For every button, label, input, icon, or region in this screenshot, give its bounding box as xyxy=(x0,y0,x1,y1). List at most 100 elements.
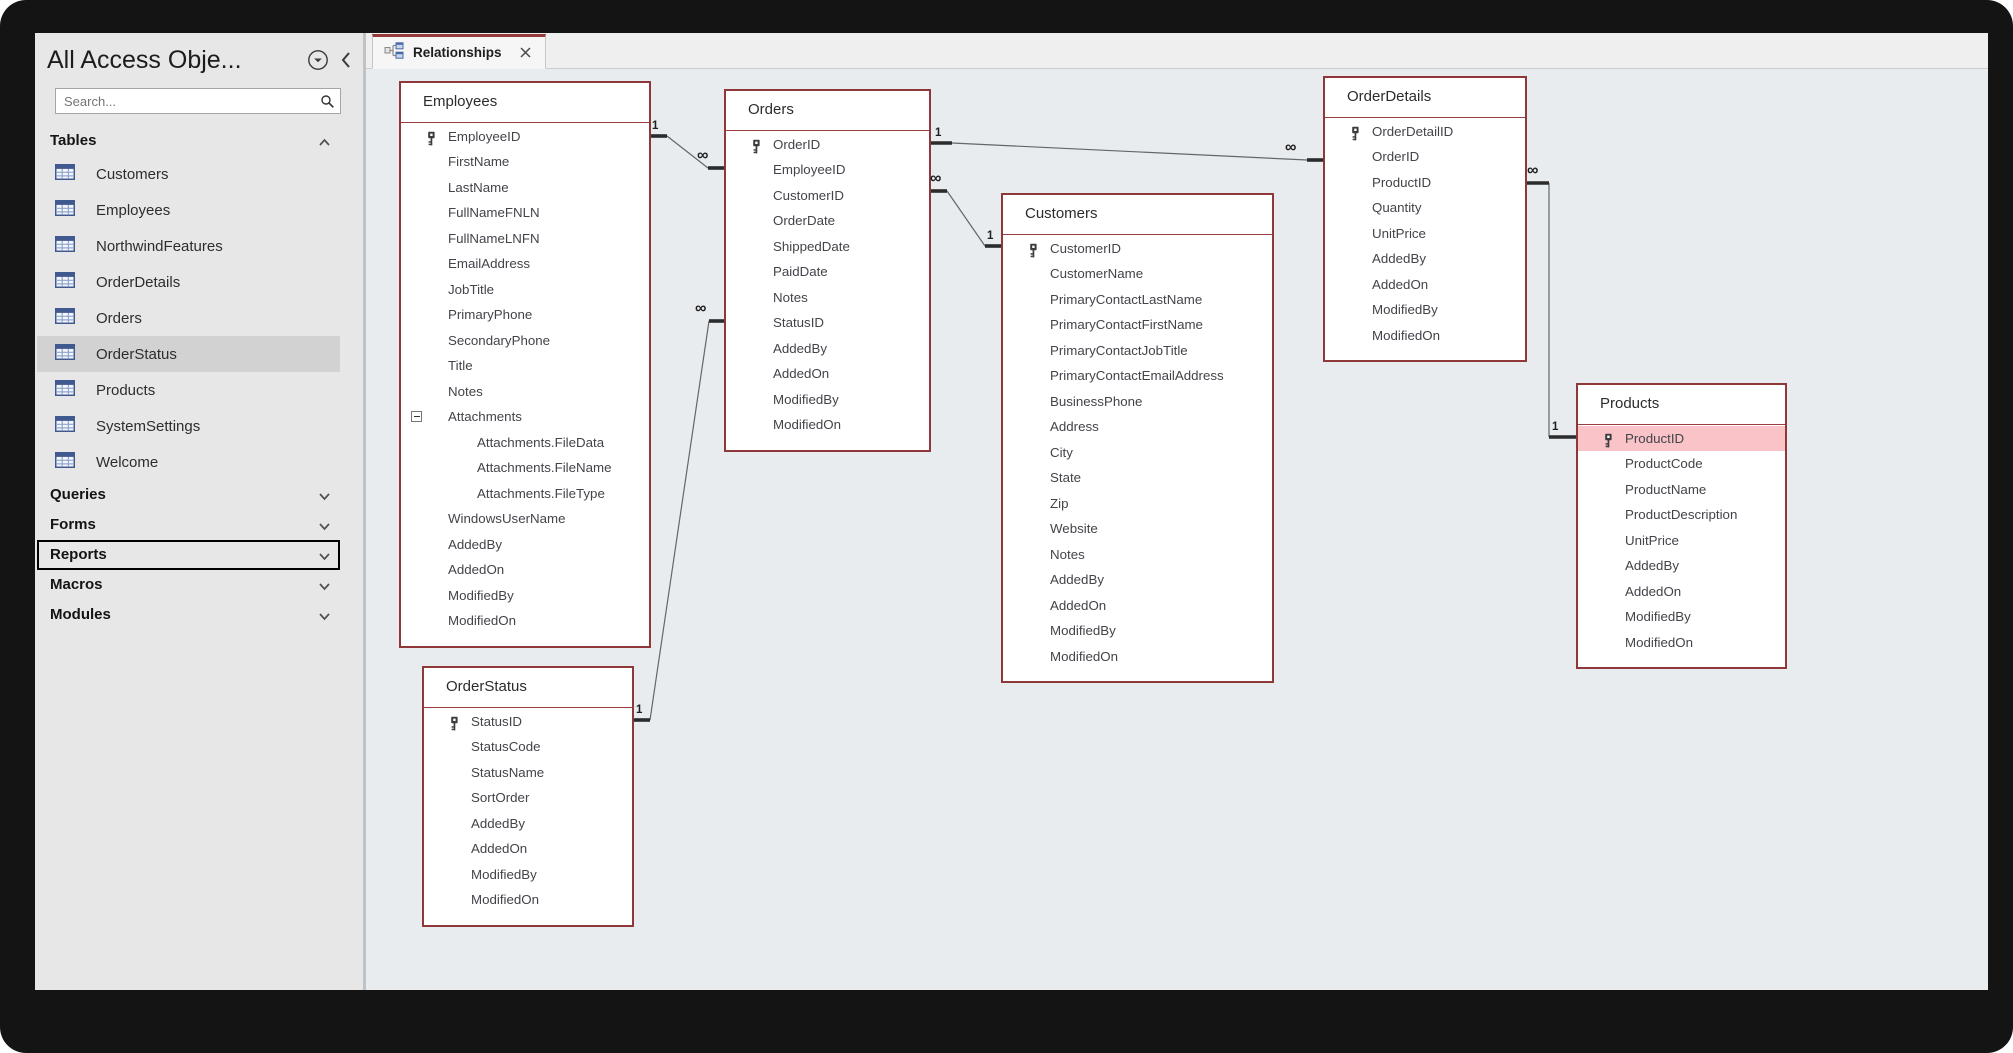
field-row[interactable]: ModifiedOn xyxy=(424,887,632,913)
field-row[interactable]: Notes xyxy=(1003,542,1272,568)
field-row[interactable]: CustomerName xyxy=(1003,261,1272,287)
field-row[interactable]: Zip xyxy=(1003,491,1272,517)
field-row[interactable]: AddedBy xyxy=(1003,567,1272,593)
field-row[interactable]: PrimaryContactEmailAddress xyxy=(1003,363,1272,389)
field-row[interactable]: ProductDescription xyxy=(1578,502,1785,528)
collapse-minus-icon[interactable] xyxy=(411,411,422,422)
field-row[interactable]: AddedBy xyxy=(424,811,632,837)
table-title[interactable]: OrderDetails xyxy=(1325,78,1525,118)
field-row[interactable]: AddedBy xyxy=(1578,553,1785,579)
table-title[interactable]: Customers xyxy=(1003,195,1272,235)
field-row[interactable]: PrimaryPhone xyxy=(401,302,649,328)
field-row[interactable]: PrimaryContactFirstName xyxy=(1003,312,1272,338)
field-row[interactable]: EmployeeID xyxy=(726,157,929,183)
table-title[interactable]: OrderStatus xyxy=(424,668,632,708)
sidebar-section-queries[interactable]: Queries xyxy=(37,480,340,510)
field-row[interactable]: CustomerID xyxy=(1003,236,1272,262)
field-row[interactable]: ModifiedOn xyxy=(1325,323,1525,349)
sidebar-section-macros[interactable]: Macros xyxy=(37,570,340,600)
field-row[interactable]: ProductID xyxy=(1578,425,1785,451)
field-row[interactable]: FullNameLNFN xyxy=(401,226,649,252)
field-row[interactable]: SecondaryPhone xyxy=(401,328,649,354)
field-row[interactable]: ModifiedBy xyxy=(726,387,929,413)
sidebar-item-welcome[interactable]: Welcome xyxy=(37,444,340,480)
field-row[interactable]: AddedOn xyxy=(424,836,632,862)
field-row[interactable]: Address xyxy=(1003,414,1272,440)
field-row[interactable]: ModifiedBy xyxy=(401,583,649,609)
search-icon[interactable] xyxy=(320,94,335,114)
field-row[interactable]: ModifiedBy xyxy=(1003,618,1272,644)
field-row[interactable]: Quantity xyxy=(1325,195,1525,221)
field-row[interactable]: AddedBy xyxy=(401,532,649,558)
field-row[interactable]: UnitPrice xyxy=(1578,528,1785,554)
sidebar-item-employees[interactable]: Employees xyxy=(37,192,340,228)
field-row[interactable]: AddedOn xyxy=(726,361,929,387)
field-row[interactable]: AddedBy xyxy=(1325,246,1525,272)
field-row[interactable]: Attachments xyxy=(401,404,649,430)
field-row[interactable]: StatusName xyxy=(424,760,632,786)
field-row[interactable]: OrderDetailID xyxy=(1325,119,1525,145)
field-row[interactable]: City xyxy=(1003,440,1272,466)
field-row[interactable]: FirstName xyxy=(401,149,649,175)
table-title[interactable]: Employees xyxy=(401,83,649,123)
field-row[interactable]: ModifiedOn xyxy=(726,412,929,438)
field-row[interactable]: Attachments.FileType xyxy=(401,481,649,507)
sidebar-item-orders[interactable]: Orders xyxy=(37,300,340,336)
field-row[interactable]: ModifiedBy xyxy=(424,862,632,888)
sidebar-item-orderdetails[interactable]: OrderDetails xyxy=(37,264,340,300)
field-row[interactable]: AddedOn xyxy=(1578,579,1785,605)
field-row[interactable]: ModifiedOn xyxy=(1578,630,1785,656)
sidebar-item-orderstatus[interactable]: OrderStatus xyxy=(37,336,340,372)
field-row[interactable]: UnitPrice xyxy=(1325,221,1525,247)
sidebar-section-forms[interactable]: Forms xyxy=(37,510,340,540)
field-row[interactable]: CustomerID xyxy=(726,183,929,209)
shutter-bar-collapse-icon[interactable] xyxy=(339,50,353,70)
field-row[interactable]: JobTitle xyxy=(401,277,649,303)
field-row[interactable]: StatusID xyxy=(424,709,632,735)
sidebar-section-modules[interactable]: Modules xyxy=(37,600,340,630)
table-title[interactable]: Orders xyxy=(726,91,929,131)
field-row[interactable]: Attachments.FileName xyxy=(401,455,649,481)
sidebar-section-tables[interactable]: Tables xyxy=(37,126,340,156)
field-row[interactable]: ModifiedOn xyxy=(1003,644,1272,670)
field-row[interactable]: Notes xyxy=(401,379,649,405)
field-row[interactable]: OrderDate xyxy=(726,208,929,234)
field-row[interactable]: ShippedDate xyxy=(726,234,929,260)
field-row[interactable]: ProductName xyxy=(1578,477,1785,503)
field-row[interactable]: WindowsUserName xyxy=(401,506,649,532)
field-row[interactable]: StatusID xyxy=(726,310,929,336)
field-row[interactable]: PaidDate xyxy=(726,259,929,285)
field-row[interactable]: Notes xyxy=(726,285,929,311)
field-row[interactable]: BusinessPhone xyxy=(1003,389,1272,415)
search-input[interactable] xyxy=(55,88,341,114)
field-row[interactable]: Attachments.FileData xyxy=(401,430,649,456)
field-row[interactable]: AddedBy xyxy=(726,336,929,362)
field-row[interactable]: Website xyxy=(1003,516,1272,542)
tab-relationships[interactable]: Relationships xyxy=(372,34,546,69)
sidebar-splitter[interactable] xyxy=(363,33,366,990)
field-row[interactable]: AddedOn xyxy=(401,557,649,583)
sidebar-item-systemsettings[interactable]: SystemSettings xyxy=(37,408,340,444)
nav-pane-menu-icon[interactable] xyxy=(307,49,329,71)
field-row[interactable]: ProductID xyxy=(1325,170,1525,196)
sidebar-item-products[interactable]: Products xyxy=(37,372,340,408)
field-row[interactable]: EmployeeID xyxy=(401,124,649,150)
field-row[interactable]: AddedOn xyxy=(1003,593,1272,619)
field-row[interactable]: OrderID xyxy=(726,132,929,158)
field-row[interactable]: EmailAddress xyxy=(401,251,649,277)
field-row[interactable]: SortOrder xyxy=(424,785,632,811)
field-row[interactable]: ModifiedOn xyxy=(401,608,649,634)
table-title[interactable]: Products xyxy=(1578,385,1785,425)
tab-close-icon[interactable] xyxy=(519,46,532,59)
field-row[interactable]: AddedOn xyxy=(1325,272,1525,298)
field-row[interactable]: FullNameFNLN xyxy=(401,200,649,226)
sidebar-section-reports[interactable]: Reports xyxy=(37,540,340,570)
field-row[interactable]: Title xyxy=(401,353,649,379)
